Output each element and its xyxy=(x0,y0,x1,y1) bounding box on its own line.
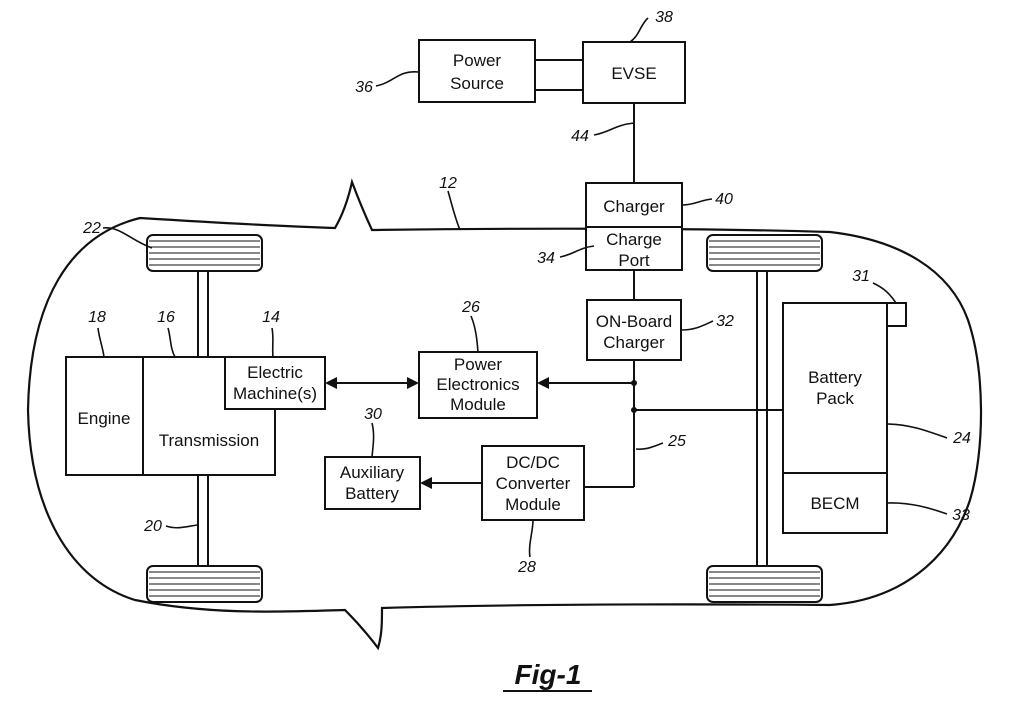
sensor-box xyxy=(886,302,907,327)
electric-machine-box xyxy=(224,356,326,410)
front-left-tire xyxy=(146,234,263,272)
leader-12 xyxy=(447,190,461,231)
arrowhead-to-pem xyxy=(537,377,549,389)
electric-machine-label-line2: Machine(s) xyxy=(233,384,317,403)
auxiliary-battery-box xyxy=(324,456,421,510)
leader-30 xyxy=(371,422,375,458)
aux-battery-label-line1: Auxiliary xyxy=(340,463,405,482)
leader-31 xyxy=(872,282,897,304)
rear-left-tire xyxy=(706,234,823,272)
rear-axle xyxy=(756,267,768,569)
ref-14: 14 xyxy=(262,309,280,326)
dcdc-label-line3: Module xyxy=(505,495,561,514)
leader-44 xyxy=(593,122,635,136)
ref-40: 40 xyxy=(715,191,733,208)
leader-18 xyxy=(97,327,105,358)
engine-box xyxy=(65,356,144,476)
ref-32: 32 xyxy=(716,313,734,330)
leader-24 xyxy=(886,423,948,439)
leader-34 xyxy=(559,245,595,258)
leader-25 xyxy=(635,442,664,450)
becm-box xyxy=(782,472,888,534)
dcdc-label-line2: Converter xyxy=(496,474,571,493)
figure-label: Fig-1 xyxy=(515,659,582,690)
ref-22: 22 xyxy=(82,220,101,237)
ref-34: 34 xyxy=(537,250,555,267)
aux-battery-label-line2: Battery xyxy=(345,484,399,503)
power-source-label-line2: Source xyxy=(450,74,504,93)
leader-33 xyxy=(886,502,948,515)
ref-30: 30 xyxy=(364,406,382,423)
front-right-tire xyxy=(146,565,263,603)
ref-18: 18 xyxy=(88,309,106,326)
evse-label: EVSE xyxy=(611,64,656,83)
evse-box xyxy=(582,41,686,104)
ref-26: 26 xyxy=(461,299,480,316)
bus-junction-pem xyxy=(631,380,637,386)
power-source-label-line1: Power xyxy=(453,51,502,70)
ref-24: 24 xyxy=(952,430,971,447)
vehicle-body-outline xyxy=(26,178,983,651)
pem-label-line1: Power xyxy=(454,355,503,374)
leader-32 xyxy=(680,320,714,331)
ref-44: 44 xyxy=(571,128,589,145)
ref-16: 16 xyxy=(157,309,175,326)
charge-port-label-line1: Charge xyxy=(606,230,662,249)
pem-label-line2: Electronics xyxy=(436,375,519,394)
battery-pack-box xyxy=(782,302,888,474)
electric-machine-label-line1: Electric xyxy=(247,363,303,382)
leader-20 xyxy=(165,524,199,529)
onboard-charger-box xyxy=(586,299,682,361)
becm-label: BECM xyxy=(810,494,859,513)
engine-label: Engine xyxy=(78,409,131,428)
dcdc-label-line1: DC/DC xyxy=(506,453,560,472)
leader-26 xyxy=(470,315,479,353)
ref-38: 38 xyxy=(655,9,673,26)
arrowhead-to-aux-battery xyxy=(420,477,432,489)
leader-16 xyxy=(167,327,176,358)
power-source-box xyxy=(418,39,536,103)
leader-28 xyxy=(528,519,534,558)
onboard-charger-label-line1: ON-Board xyxy=(596,312,673,331)
arrowhead-machine-right xyxy=(325,377,337,389)
ref-20: 20 xyxy=(143,518,162,535)
dcdc-converter-box xyxy=(481,445,585,521)
ref-31: 31 xyxy=(852,268,870,285)
leader-38 xyxy=(629,17,649,43)
charge-port-label-line2: Port xyxy=(618,251,649,270)
leader-36 xyxy=(375,71,420,87)
bus-junction-battery xyxy=(631,407,637,413)
rear-right-tire xyxy=(706,565,823,603)
charge-port-box xyxy=(585,226,683,271)
pem-label-line3: Module xyxy=(450,395,506,414)
leader-14 xyxy=(271,327,274,358)
arrowhead-pem-left xyxy=(407,377,419,389)
transmission-label: Transmission xyxy=(159,431,259,450)
ref-36: 36 xyxy=(355,79,373,96)
leader-22 xyxy=(102,227,153,249)
battery-pack-label-line1: Battery xyxy=(808,368,862,387)
leader-40 xyxy=(681,198,713,206)
ref-12: 12 xyxy=(439,175,457,192)
ref-28: 28 xyxy=(517,559,536,576)
ref-25: 25 xyxy=(667,433,686,450)
ref-33: 33 xyxy=(952,507,970,524)
battery-pack-label-line2: Pack xyxy=(816,389,854,408)
charger-label: Charger xyxy=(603,197,665,216)
onboard-charger-label-line2: Charger xyxy=(603,333,665,352)
